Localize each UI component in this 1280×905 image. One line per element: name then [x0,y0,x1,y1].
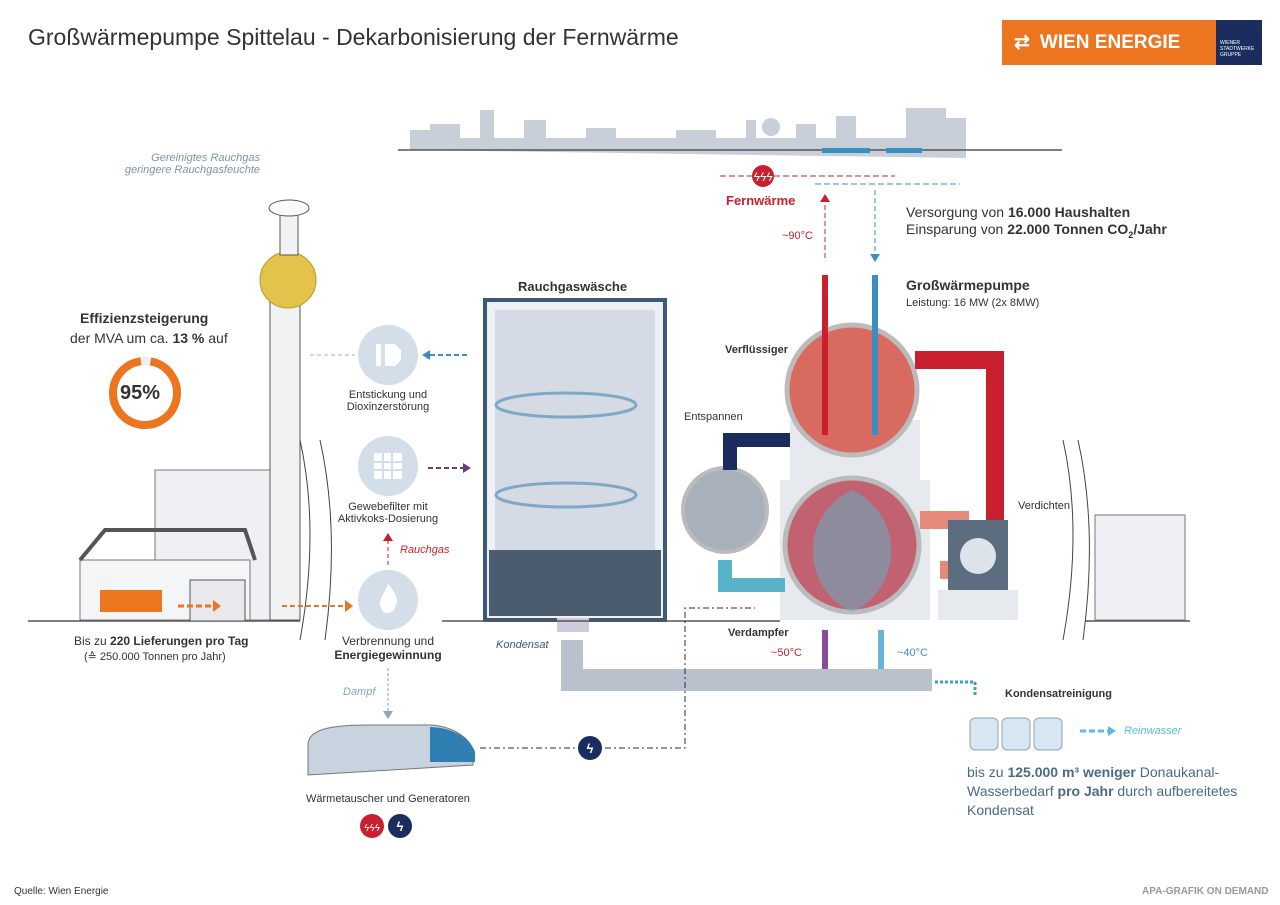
reinwasser-label: Reinwasser [1124,725,1182,737]
chimney-sphere [259,251,317,309]
condenser-label: Verflüssiger [725,344,788,356]
supply-temp: ~90°C [782,230,814,242]
temp-in: ~50°C [771,647,803,659]
supply-text: Versorgung von 16.000 Haushalten [906,204,1131,220]
fernwaerme-label: Fernwärme [726,193,796,208]
logo-group: WIENER STADTWERKE GRUPPE [1216,20,1262,65]
generator-illustration [307,724,475,776]
truck-icon [100,590,162,612]
efficiency-gauge [109,357,181,429]
heat-pump-illustration [681,275,1018,670]
svg-text:ϟ: ϟ [587,741,594,756]
temp-out: ~40°C [897,647,929,659]
deliveries-text: Bis zu 220 Lieferungen pro Tag [74,634,249,648]
electricity-icon [578,736,602,760]
logo-mark-icon: ⇄ [1014,32,1030,53]
scrubber-title: Rauchgaswäsche [518,279,628,294]
condensate-funnel [557,618,589,632]
saving-text: Einsparung von 22.000 Tonnen CO2/Jahr [906,221,1167,240]
pipe-street [822,148,870,153]
heat-pump-power: Leistung: 16 MW (2x 8MW) [906,297,1040,309]
city-skyline [410,108,966,158]
logo-brand: WIEN ENERGIE [1039,31,1181,53]
kondensat-label: Kondensat [496,639,549,651]
section-break [299,439,1090,641]
pipe-street [886,148,922,153]
wien-energie-logo: ⇄ WIEN ENERGIE WIENER STADTWERKE GRUPPE [1002,20,1262,65]
evaporator-label: Verdampfer [728,627,789,639]
efficiency-heading: Effizienzsteigerung [80,310,209,326]
condensate-title: Kondensatreinigung [1005,688,1112,700]
svg-text:ϟ: ϟ [397,819,404,834]
arrow-up-icon [820,194,830,202]
svg-text:ϟϟϟ: ϟϟϟ [364,823,381,834]
heat-pump-title: Großwärmepumpe [906,277,1030,293]
credit-note: APA-GRAFIK ON DEMAND [1142,886,1269,897]
expansion-label: Entspannen [684,411,743,423]
waste-incineration-plant [78,199,1186,622]
heat-icon [360,814,384,838]
svg-text:ϟϟϟ: ϟϟϟ [753,170,773,184]
deliveries-sub: (≙ 250.000 Tonnen pro Jahr) [84,651,226,663]
efficiency-text: der MVA um ca. 13 % auf [70,330,228,346]
dampf-label: Dampf [343,686,376,698]
flue-gas-scrubber [483,298,667,622]
page-title: Großwärmepumpe Spittelau - Dekarbonisier… [28,24,679,50]
source-note: Quelle: Wien Energie [14,886,109,897]
rauchgas-label: Rauchgas [400,544,450,556]
water-tanks [969,717,1063,751]
gauge-value: 95% [120,382,161,404]
arrow-down-icon [870,254,880,262]
generators-label: Wärmetauscher und Generatoren [306,793,470,805]
heat-icon [752,165,774,187]
electricity-icon [388,814,412,838]
compressor-label: Verdichten [1018,500,1070,512]
condensate-text: bis zu 125.000 m³ weniger Donaukanal- Wa… [967,764,1238,818]
